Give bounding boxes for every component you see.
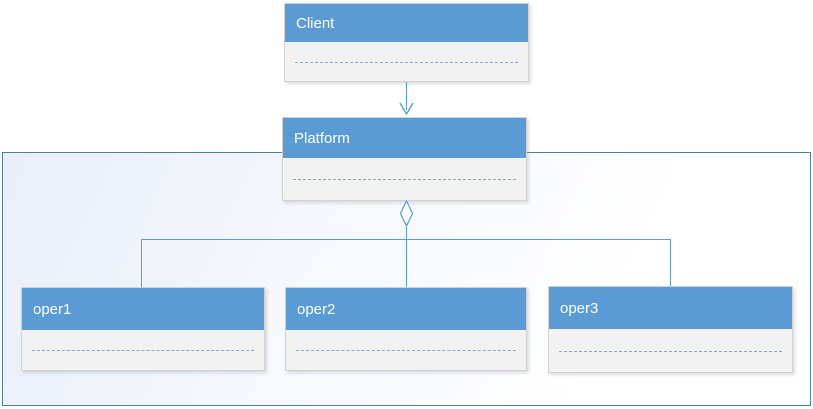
- attribute-divider: [559, 350, 782, 352]
- attribute-divider: [295, 61, 518, 63]
- class-node-platform-body[interactable]: [283, 158, 526, 200]
- class-node-oper3-label: oper3: [560, 299, 599, 317]
- class-node-oper3-header[interactable]: oper3: [549, 287, 792, 329]
- attribute-divider: [293, 179, 516, 180]
- edge-client-platform-line[interactable]: [406, 82, 407, 110]
- class-node-platform-header[interactable]: Platform: [283, 118, 526, 158]
- class-node-oper1-header[interactable]: oper1: [22, 288, 264, 330]
- class-node-client-label: Client: [296, 14, 335, 32]
- class-node-client[interactable]: Client: [284, 3, 529, 82]
- edge-platform-oper2-drop[interactable]: [406, 239, 407, 287]
- class-node-oper3[interactable]: oper3: [548, 286, 793, 373]
- arrowhead-open-icon: [399, 102, 414, 116]
- class-node-platform[interactable]: Platform: [282, 117, 527, 201]
- class-node-oper2-body[interactable]: [286, 330, 526, 370]
- class-node-client-header[interactable]: Client: [285, 4, 528, 42]
- attribute-divider: [32, 350, 254, 351]
- edge-platform-oper3-drop[interactable]: [670, 239, 671, 286]
- class-node-oper3-body[interactable]: [549, 329, 792, 372]
- edge-platform-oper1-drop[interactable]: [141, 239, 142, 287]
- class-node-oper2-header[interactable]: oper2: [286, 288, 526, 330]
- class-node-oper1-label: oper1: [33, 300, 72, 318]
- edge-platform-stem[interactable]: [406, 227, 407, 239]
- class-node-client-body[interactable]: [285, 42, 528, 81]
- class-node-oper2-label: oper2: [297, 300, 336, 318]
- class-node-oper1-body[interactable]: [22, 330, 264, 370]
- attribute-divider: [296, 350, 516, 351]
- class-node-oper2[interactable]: oper2: [285, 287, 527, 371]
- aggregation-diamond-icon[interactable]: [399, 200, 414, 227]
- class-node-platform-label: Platform: [294, 129, 350, 147]
- class-node-oper1[interactable]: oper1: [21, 287, 265, 371]
